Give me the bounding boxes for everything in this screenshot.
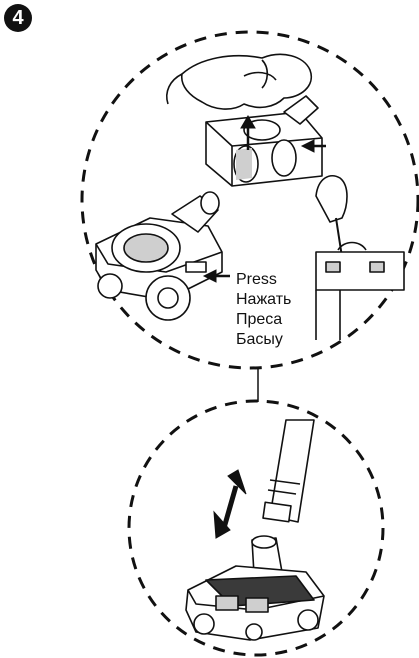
press-label-en: Press xyxy=(236,270,291,290)
press-label-ru: Нажать xyxy=(236,290,291,310)
hand-holding-brush xyxy=(167,54,322,186)
press-label-group: Press Нажать Преса Басыу xyxy=(236,270,291,350)
wand-tube xyxy=(263,420,314,522)
screwdriver-detail xyxy=(316,176,404,340)
press-label-uk: Преса xyxy=(236,310,291,330)
double-arrow-icon xyxy=(214,470,246,538)
brush-head-left xyxy=(96,192,222,320)
brush-head-bottom xyxy=(186,536,324,640)
step-number-badge: 4 xyxy=(4,4,32,32)
press-label-kk: Басыу xyxy=(236,330,291,350)
